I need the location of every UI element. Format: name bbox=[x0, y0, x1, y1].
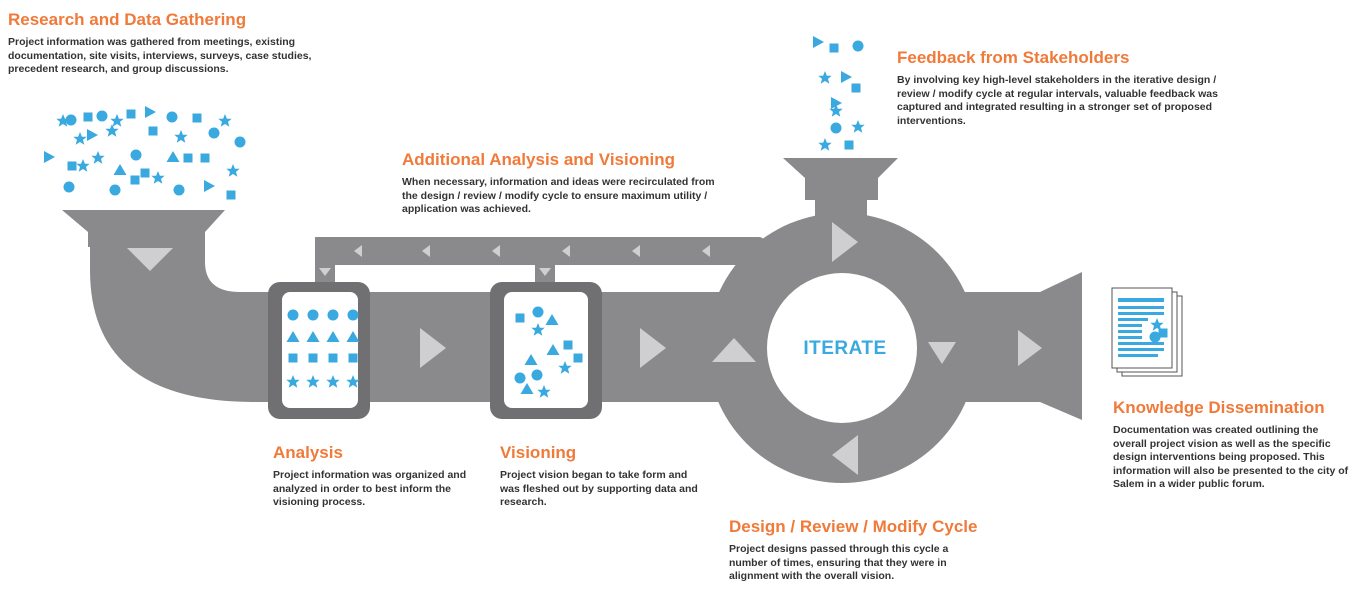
cycle-body: Project designs passed through this cycl… bbox=[729, 543, 949, 583]
feedback-funnel bbox=[783, 158, 898, 200]
flow-arrow-1 bbox=[420, 328, 446, 368]
recirculation-drop-analysis bbox=[315, 237, 335, 282]
visioning-box[interactable] bbox=[490, 282, 602, 419]
cycle-arrow-left-up bbox=[712, 338, 756, 362]
visioning-title: Visioning bbox=[500, 443, 577, 462]
cycle-title: Design / Review / Modify Cycle bbox=[729, 517, 978, 536]
cycle-block: Design / Review / Modify Cycle Project d… bbox=[729, 517, 978, 584]
visioning-body: Project vision began to take form and wa… bbox=[500, 469, 698, 509]
intake-funnel bbox=[62, 210, 225, 247]
intake-elbow bbox=[90, 240, 290, 402]
analysis-block: Analysis Project information was organiz… bbox=[273, 443, 468, 510]
iterate-label: ITERATE bbox=[803, 338, 887, 359]
recirculation-drop-visioning bbox=[535, 237, 555, 282]
feedback-icons bbox=[813, 36, 865, 151]
flow-arrow-2 bbox=[640, 328, 666, 368]
output-flare bbox=[1040, 272, 1082, 420]
additional-title: Additional Analysis and Visioning bbox=[402, 150, 675, 169]
knowledge-block: Knowledge Dissemination Documentation wa… bbox=[1113, 398, 1353, 492]
cycle-arrow-top-right bbox=[832, 222, 858, 262]
additional-body: When necessary, information and ideas we… bbox=[402, 176, 715, 216]
iterate-hole bbox=[767, 273, 917, 423]
intake-down-arrow bbox=[127, 248, 173, 271]
research-icons bbox=[44, 106, 246, 200]
additional-block: Additional Analysis and Visioning When n… bbox=[402, 150, 732, 217]
analysis-box[interactable] bbox=[268, 282, 370, 419]
research-body: Project information was gathered from me… bbox=[8, 36, 312, 76]
cycle-arrow-right-down bbox=[928, 342, 956, 364]
output-arrow bbox=[1018, 330, 1042, 366]
knowledge-title: Knowledge Dissemination bbox=[1113, 398, 1325, 417]
feedback-body: By involving key high-level stakeholders… bbox=[897, 74, 1218, 127]
flow-arrows bbox=[127, 222, 1042, 475]
analysis-title: Analysis bbox=[273, 443, 343, 462]
feedback-title: Feedback from Stakeholders bbox=[897, 48, 1130, 67]
cycle-arrow-bottom-left bbox=[832, 435, 858, 475]
feedback-block: Feedback from Stakeholders By involving … bbox=[897, 48, 1242, 128]
research-title: Research and Data Gathering bbox=[8, 10, 247, 29]
analysis-body: Project information was organized and an… bbox=[273, 469, 467, 509]
research-block: Research and Data Gathering Project info… bbox=[8, 10, 338, 77]
knowledge-body: Documentation was created outlining the … bbox=[1113, 424, 1349, 491]
document-stack-icon bbox=[1111, 287, 1183, 377]
visioning-block: Visioning Project vision began to take f… bbox=[500, 443, 705, 510]
